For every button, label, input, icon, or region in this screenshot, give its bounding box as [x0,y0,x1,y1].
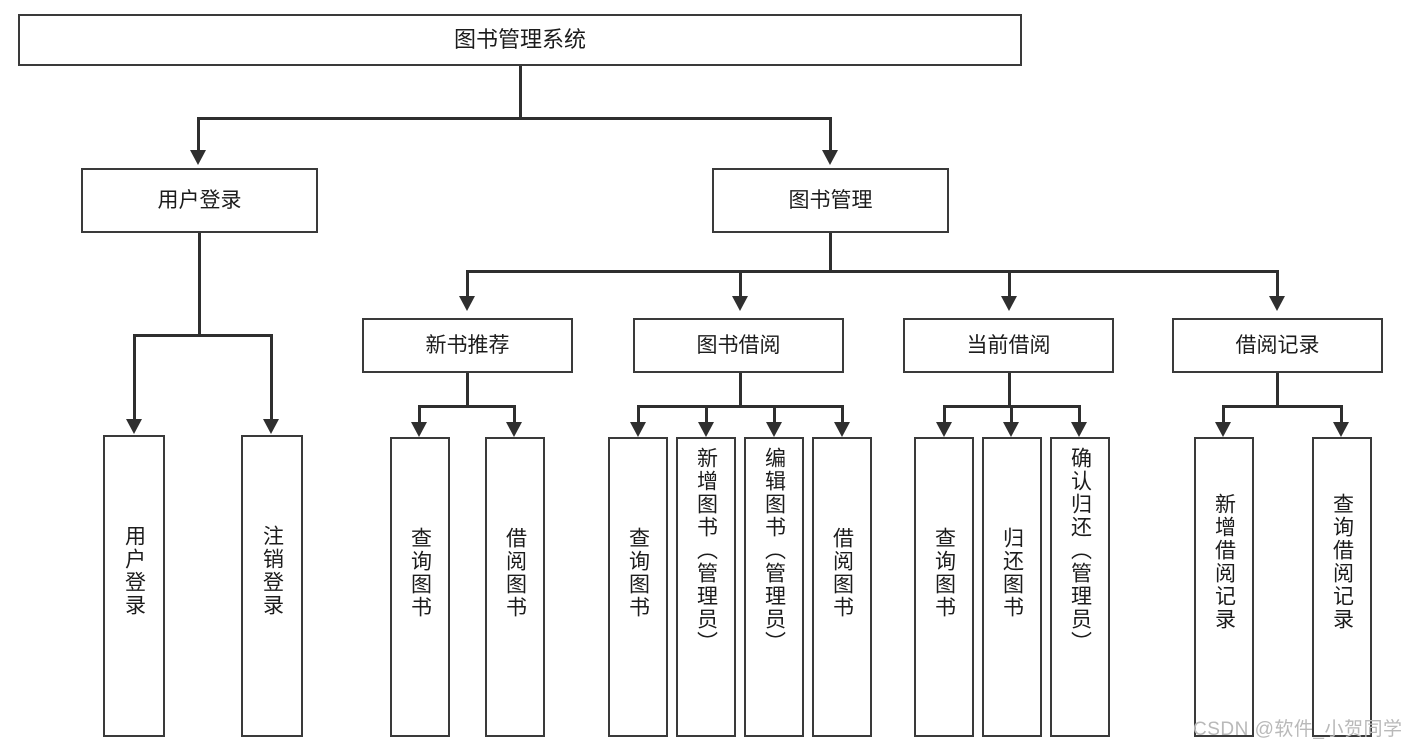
connector-borrow-bus [637,405,842,408]
node-label: 当前借阅 [966,333,1051,357]
connector-current-drop-1 [943,405,946,423]
connector-record-drop-2 [1340,405,1343,423]
leaf-record-query-record[interactable]: 查询借阅记录 [1312,437,1372,737]
connector-bookmgmt-drop-1 [466,270,469,297]
arrowhead-borrow-2 [698,422,714,437]
leaf-borrow-add-book-admin[interactable]: 新增图书（管理员） [676,437,736,737]
arrowhead-current-2 [1003,422,1019,437]
connector-userlogin-bus [133,334,271,337]
arrowhead-root-1 [190,150,206,165]
leaf-recommend-query-book[interactable]: 查询图书 [390,437,450,737]
connector-bookmgmt-drop-4 [1276,270,1279,297]
arrowhead-userlogin-1 [126,419,142,434]
node-label: 借阅记录 [1235,333,1320,357]
arrowhead-recommend-2 [506,422,522,437]
node-label: 借阅图书 [503,527,527,619]
connector-borrow-drop-3 [773,405,776,423]
leaf-user-login[interactable]: 用户登录 [103,435,165,737]
leaf-current-query-book[interactable]: 查询图书 [914,437,974,737]
node-label: 注销登录 [260,525,284,617]
node-label: 查询图书 [932,527,956,619]
leaf-logout[interactable]: 注销登录 [241,435,303,737]
connector-recommend-drop-2 [513,405,516,423]
arrowhead-bookmgmt-4 [1269,296,1285,311]
node-label: 图书借阅 [696,333,781,357]
connector-root-drop-2 [829,117,832,151]
node-label: 查询借阅记录 [1330,493,1354,631]
node-user-login[interactable]: 用户登录 [81,168,318,233]
arrowhead-current-1 [936,422,952,437]
connector-borrow-drop-2 [705,405,708,423]
node-root-system[interactable]: 图书管理系统 [18,14,1022,66]
node-label: 图书管理系统 [453,26,586,52]
connector-bookmgmt-stem [829,233,832,271]
connector-userlogin-stem [198,233,201,335]
watermark-text: CSDN @软件_小贺同学 [1193,719,1403,740]
connector-userlogin-drop-1 [133,334,136,420]
node-label: 查询图书 [626,527,650,619]
connector-record-bus [1222,405,1342,408]
connector-record-drop-1 [1222,405,1225,423]
node-label: 归还图书 [1000,527,1024,619]
arrowhead-recommend-1 [411,422,427,437]
node-label: 用户登录 [157,188,242,212]
leaf-record-add-record[interactable]: 新增借阅记录 [1194,437,1254,737]
arrowhead-bookmgmt-1 [459,296,475,311]
connector-borrow-drop-1 [637,405,640,423]
connector-bookmgmt-drop-2 [739,270,742,297]
node-label: 图书管理 [788,188,873,212]
arrowhead-bookmgmt-2 [732,296,748,311]
arrowhead-record-2 [1333,422,1349,437]
leaf-borrow-borrow-book[interactable]: 借阅图书 [812,437,872,737]
node-current-borrow[interactable]: 当前借阅 [903,318,1114,373]
node-borrow-record[interactable]: 借阅记录 [1172,318,1383,373]
node-label: 借阅图书 [830,527,854,619]
arrowhead-root-2 [822,150,838,165]
leaf-borrow-query-book[interactable]: 查询图书 [608,437,668,737]
connector-current-stem [1008,373,1011,406]
leaf-current-return-book[interactable]: 归还图书 [982,437,1042,737]
node-label: 新增图书（管理员） [694,447,718,654]
node-new-book-recommend[interactable]: 新书推荐 [362,318,573,373]
arrowhead-current-3 [1071,422,1087,437]
connector-record-stem [1276,373,1279,406]
connector-bookmgmt-bus [466,270,1278,273]
node-label: 新增借阅记录 [1212,493,1236,631]
node-label: 新书推荐 [425,333,510,357]
connector-borrow-stem [739,373,742,406]
connector-root-stem [519,66,522,118]
connector-recommend-stem [466,373,469,406]
node-label: 确认归还（管理员） [1068,447,1092,654]
connector-recommend-drop-1 [418,405,421,423]
leaf-current-confirm-return-admin[interactable]: 确认归还（管理员） [1050,437,1110,737]
arrowhead-borrow-4 [834,422,850,437]
connector-recommend-bus [418,405,515,408]
arrowhead-borrow-1 [630,422,646,437]
arrowhead-record-1 [1215,422,1231,437]
node-label: 用户登录 [122,525,146,617]
node-book-management[interactable]: 图书管理 [712,168,949,233]
connector-root-bus [197,117,832,120]
arrowhead-borrow-3 [766,422,782,437]
arrowhead-bookmgmt-3 [1001,296,1017,311]
node-label: 编辑图书（管理员） [762,447,786,654]
connector-current-drop-2 [1010,405,1013,423]
node-book-borrow[interactable]: 图书借阅 [633,318,844,373]
leaf-recommend-borrow-book[interactable]: 借阅图书 [485,437,545,737]
connector-current-drop-3 [1078,405,1081,423]
node-label: 查询图书 [408,527,432,619]
connector-root-drop-1 [197,117,200,151]
connector-bookmgmt-drop-3 [1008,270,1011,297]
connector-userlogin-drop-2 [270,334,273,420]
leaf-borrow-edit-book-admin[interactable]: 编辑图书（管理员） [744,437,804,737]
arrowhead-userlogin-2 [263,419,279,434]
connector-borrow-drop-4 [841,405,844,423]
